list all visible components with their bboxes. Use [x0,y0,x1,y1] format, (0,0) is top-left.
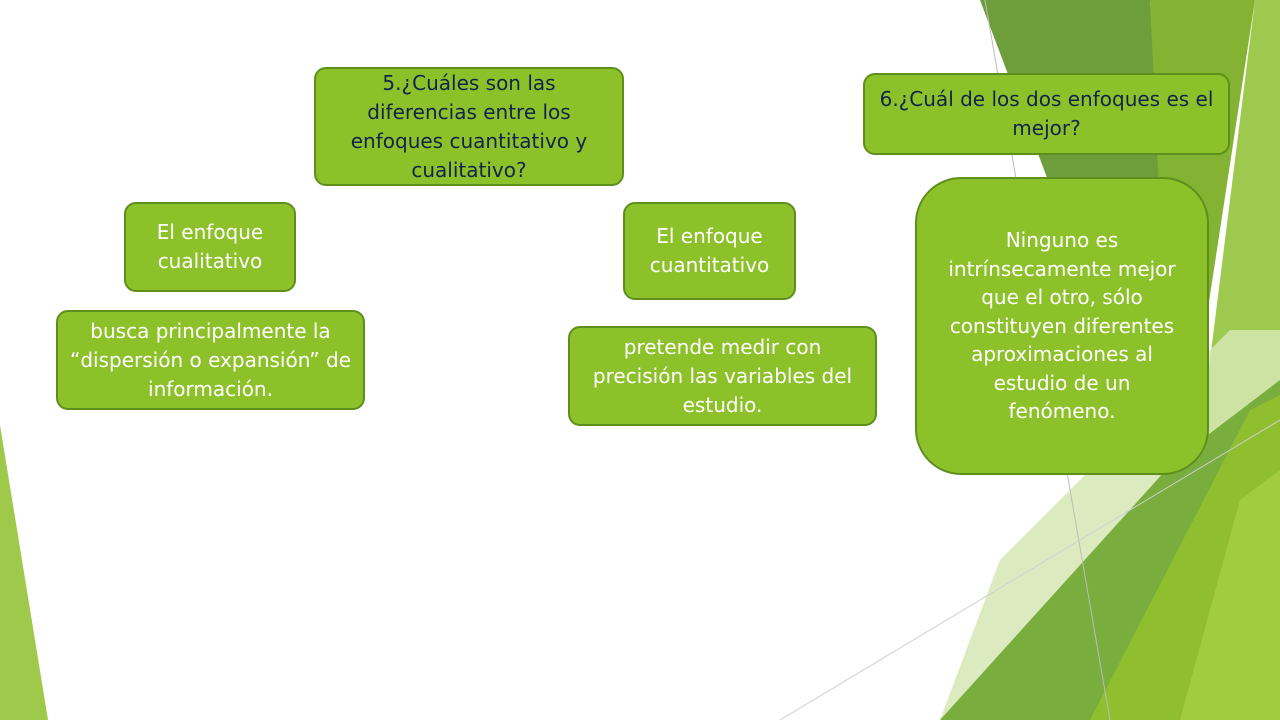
answer-6-text: Ninguno es intrínsecamente mejor que el … [948,228,1176,424]
qualitative-description-text: busca principalmente la “dispersión o ex… [69,318,352,401]
thin-line-2 [779,419,1280,720]
question-5-box: 5.¿Cuáles son las diferencias entre los … [314,67,624,186]
answer-6-box: Ninguno es intrínsecamente mejor que el … [915,177,1209,475]
qualitative-description-box: busca principalmente la “dispersión o ex… [56,310,365,410]
right-facet-lime [1180,470,1280,720]
qualitative-title-box: El enfoque cualitativo [124,202,296,292]
question-6-box: 6.¿Cuál de los dos enfoques es el mejor? [863,73,1230,155]
quantitative-title-text: El enfoque cuantitativo [649,224,770,277]
question-6-text: 6.¿Cuál de los dos enfoques es el mejor? [879,87,1214,140]
question-5-text: 5.¿Cuáles son las diferencias entre los … [350,70,588,182]
left-green-strip [0,425,48,720]
quantitative-title-box: El enfoque cuantitativo [623,202,796,300]
quantitative-description-box: pretende medir con precisión las variabl… [568,326,877,426]
quantitative-description-text: pretende medir con precisión las variabl… [592,334,853,417]
qualitative-title-text: El enfoque cualitativo [156,220,264,273]
